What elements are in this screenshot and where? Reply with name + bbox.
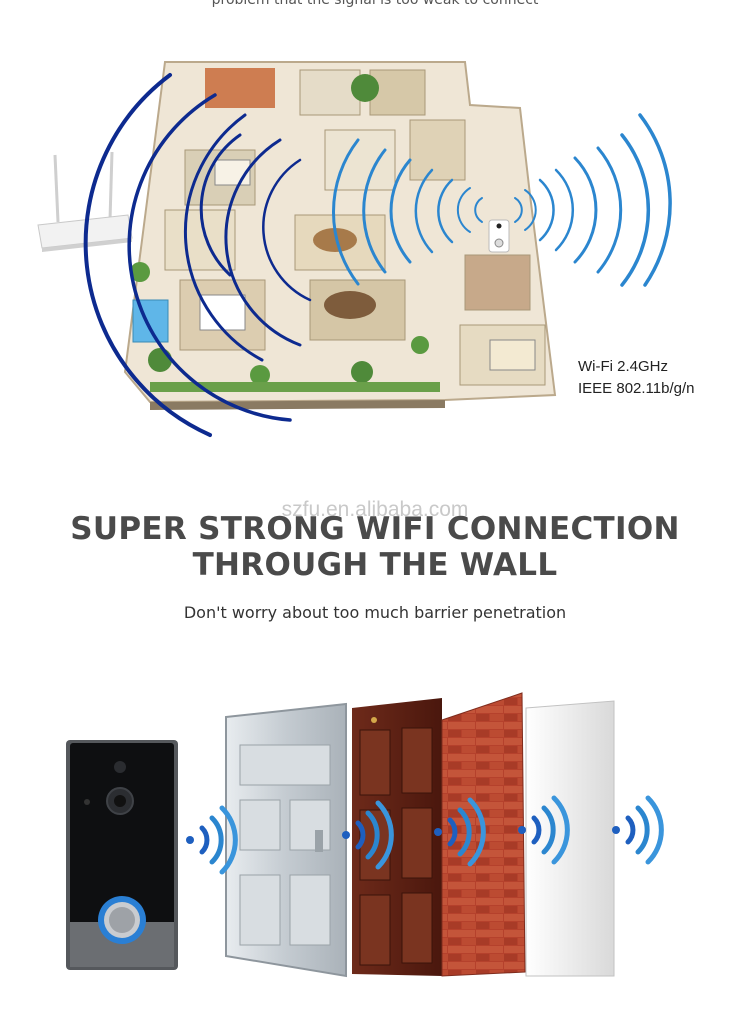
barrier-penetration-illustration (66, 692, 664, 978)
subheadline: Don't worry about too much barrier penet… (183, 603, 567, 622)
doorbell-device-icon (488, 219, 510, 253)
concrete-wall (525, 700, 615, 977)
headline-line-2: THROUGH THE WALL (192, 547, 558, 583)
steel-door (225, 702, 347, 978)
wifi-standard-label: IEEE 802.11b/g/n (578, 380, 695, 397)
headline-line-1: SUPER STRONG WIFI CONNECTION (70, 511, 680, 547)
top-caption: problem that the signal is too weak to c… (211, 0, 539, 8)
wifi-signal-icon (186, 805, 238, 875)
house-floorplan-illustration (37, 61, 672, 437)
wooden-door (352, 698, 442, 976)
wifi-frequency-label: Wi-Fi 2.4GHz (578, 358, 668, 375)
router-signal-arcs (83, 73, 312, 437)
watermark: szfu.en.alibaba.com (281, 498, 469, 521)
wifi-signal-icon (342, 800, 394, 870)
wifi-signal-icon (518, 795, 570, 865)
doorbell-signal-arcs (331, 113, 672, 287)
wifi-signal-icon (612, 795, 664, 865)
house-floor (123, 61, 557, 410)
wifi-signal-icon (434, 797, 486, 867)
video-doorbell-device (66, 740, 178, 970)
